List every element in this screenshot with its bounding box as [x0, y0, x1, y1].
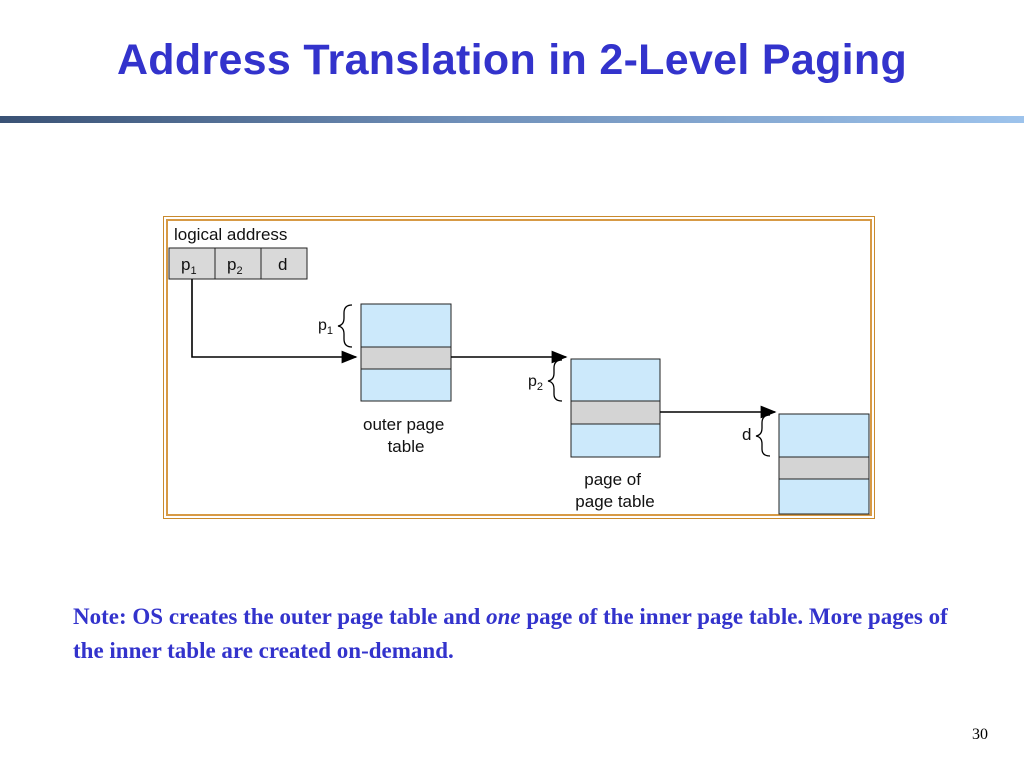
outer-page-table — [360, 303, 452, 402]
p1-brace-icon — [337, 304, 353, 348]
field-d-label: d — [278, 255, 287, 274]
d-brace-icon — [755, 414, 771, 457]
p1-arrow — [191, 279, 358, 364]
p2-brace-icon — [547, 359, 563, 402]
outer-table-selected-entry — [360, 346, 452, 370]
note-suffix: page of the inner page table. More pages… — [73, 604, 948, 663]
field-d-box — [260, 247, 308, 280]
inner-table-selected-entry — [570, 400, 661, 425]
page-number: 30 — [972, 726, 988, 743]
diagram-frame-outer — [163, 216, 875, 519]
diagram-frame — [166, 219, 872, 516]
field-p2-box — [214, 247, 262, 280]
d-brace-label: d — [742, 425, 751, 444]
inner-table-caption: page of page table — [575, 470, 654, 511]
page-of-page-table — [570, 358, 661, 458]
outer-table-caption: outer page table — [363, 415, 449, 456]
slide-title: Address Translation in 2-Level Paging — [116, 36, 908, 84]
field-p2-label: p2 — [227, 255, 243, 277]
logical-address-fields: p1 p2 d — [168, 247, 308, 280]
p2-brace-label: p2 — [528, 373, 543, 393]
title-divider — [0, 116, 1024, 123]
p1-brace-label: p1 — [318, 317, 333, 337]
field-p1-label: p1 — [181, 255, 197, 277]
logical-address-label: logical address — [174, 225, 287, 244]
note-emphasis: one — [486, 604, 521, 629]
physical-memory-frame — [778, 413, 870, 515]
note-prefix: Note: OS creates the outer page table an… — [73, 604, 487, 629]
note-text: Note: OS creates the outer page table an… — [73, 600, 953, 668]
frame-selected-byte — [778, 456, 870, 480]
